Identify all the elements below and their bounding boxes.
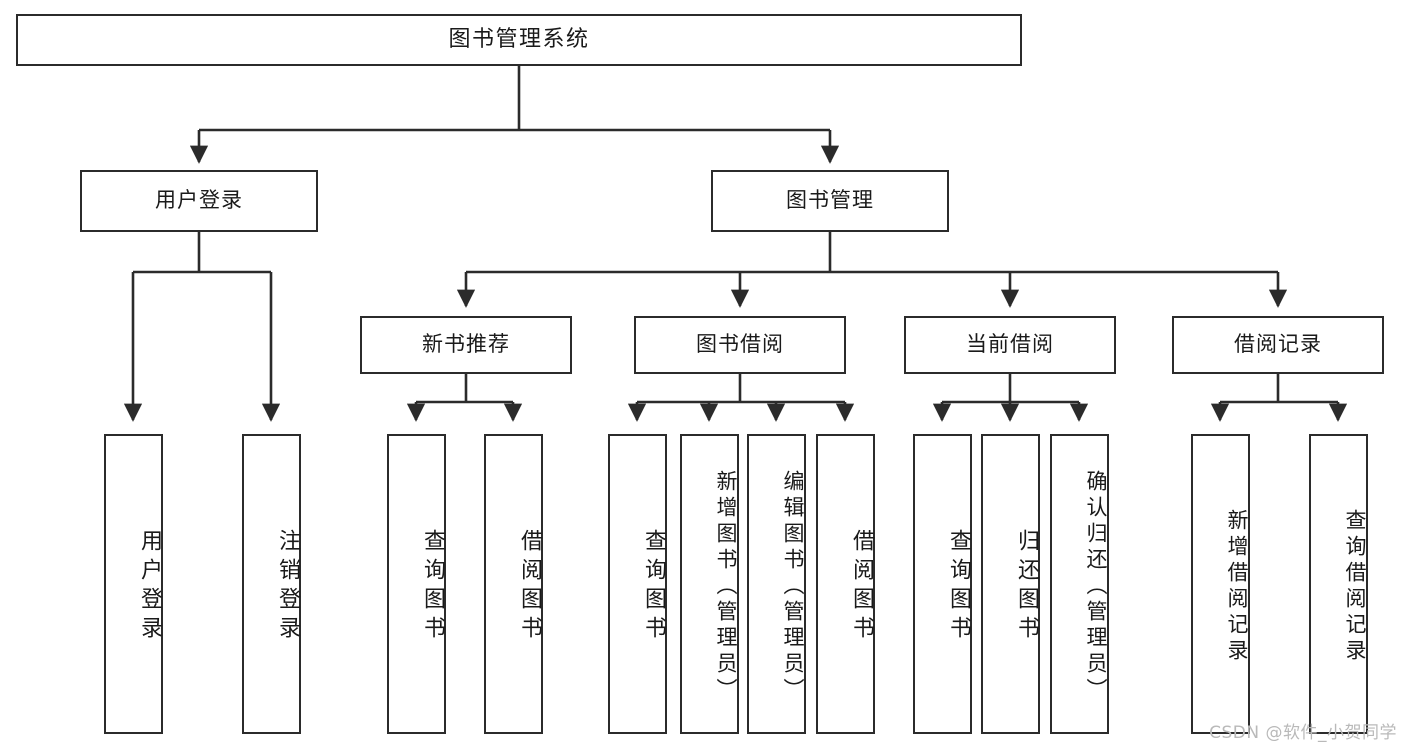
node-label: 用户登录 bbox=[155, 188, 243, 213]
node-label: 新书推荐 bbox=[422, 332, 510, 357]
node-label: 查询图书 bbox=[420, 529, 445, 645]
node-label: 新增图书（管理员） bbox=[714, 470, 738, 704]
node-book-management[interactable]: 图书管理 bbox=[711, 170, 949, 232]
leaf-book-borrow-query-book[interactable]: 查询图书 bbox=[608, 434, 667, 734]
leaf-borrow-record-query-record[interactable]: 查询借阅记录 bbox=[1309, 434, 1368, 734]
node-label: 图书管理 bbox=[786, 188, 874, 213]
node-label: 确认归还（管理员） bbox=[1084, 470, 1108, 704]
node-label: 图书管理系统 bbox=[448, 26, 590, 52]
node-label: 借阅记录 bbox=[1234, 332, 1322, 357]
node-label: 借阅图书 bbox=[849, 529, 874, 645]
leaf-book-borrow-add-book-admin[interactable]: 新增图书（管理员） bbox=[680, 434, 739, 734]
node-book-borrow[interactable]: 图书借阅 bbox=[634, 316, 846, 374]
node-user-login[interactable]: 用户登录 bbox=[80, 170, 318, 232]
leaf-user-login-login[interactable]: 用户登录 bbox=[104, 434, 163, 734]
node-label: 查询图书 bbox=[641, 529, 666, 645]
node-new-book-recommend[interactable]: 新书推荐 bbox=[360, 316, 572, 374]
node-label: 归还图书 bbox=[1014, 529, 1039, 645]
node-current-borrow[interactable]: 当前借阅 bbox=[904, 316, 1116, 374]
leaf-new-book-borrow-book[interactable]: 借阅图书 bbox=[484, 434, 543, 734]
leaf-book-borrow-borrow-book[interactable]: 借阅图书 bbox=[816, 434, 875, 734]
node-label: 查询图书 bbox=[946, 529, 971, 645]
leaf-user-login-logout[interactable]: 注销登录 bbox=[242, 434, 301, 734]
node-label: 用户登录 bbox=[137, 529, 162, 645]
node-label: 图书借阅 bbox=[696, 332, 784, 357]
leaf-current-borrow-return-book[interactable]: 归还图书 bbox=[981, 434, 1040, 734]
leaf-current-borrow-confirm-return-admin[interactable]: 确认归还（管理员） bbox=[1050, 434, 1109, 734]
node-label: 当前借阅 bbox=[966, 332, 1054, 357]
node-label: 借阅图书 bbox=[517, 529, 542, 645]
csdn-watermark: CSDN @软件_小贺同学 bbox=[1209, 723, 1397, 743]
node-root-book-management-system[interactable]: 图书管理系统 bbox=[16, 14, 1022, 66]
node-label: 注销登录 bbox=[275, 529, 300, 645]
leaf-new-book-query-book[interactable]: 查询图书 bbox=[387, 434, 446, 734]
node-label: 编辑图书（管理员） bbox=[781, 470, 805, 704]
node-label: 新增借阅记录 bbox=[1225, 509, 1249, 665]
node-borrow-record[interactable]: 借阅记录 bbox=[1172, 316, 1384, 374]
leaf-current-borrow-query-book[interactable]: 查询图书 bbox=[913, 434, 972, 734]
node-label: 查询借阅记录 bbox=[1343, 509, 1367, 665]
leaf-borrow-record-add-record[interactable]: 新增借阅记录 bbox=[1191, 434, 1250, 734]
leaf-book-borrow-edit-book-admin[interactable]: 编辑图书（管理员） bbox=[747, 434, 806, 734]
